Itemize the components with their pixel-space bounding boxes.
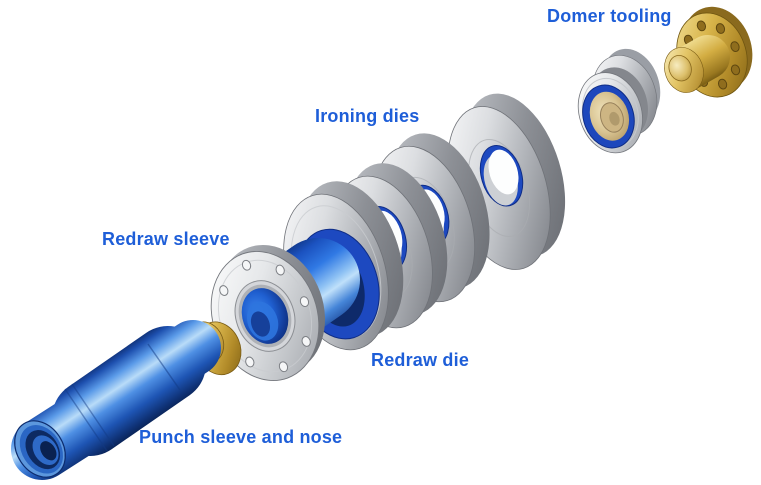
label-domer-tooling: Domer tooling <box>547 6 672 26</box>
label-ironing-dies: Ironing dies <box>315 106 420 126</box>
punch-sleeve-graphic <box>11 320 221 480</box>
punch-sleeve-open-end <box>14 420 66 478</box>
label-redraw-sleeve: Redraw sleeve <box>102 229 230 249</box>
label-redraw-die: Redraw die <box>371 350 470 370</box>
domer-flange-graphic <box>664 6 753 98</box>
label-punch-sleeve-and-nose: Punch sleeve and nose <box>139 427 343 447</box>
domer-die-graphic <box>577 48 661 154</box>
